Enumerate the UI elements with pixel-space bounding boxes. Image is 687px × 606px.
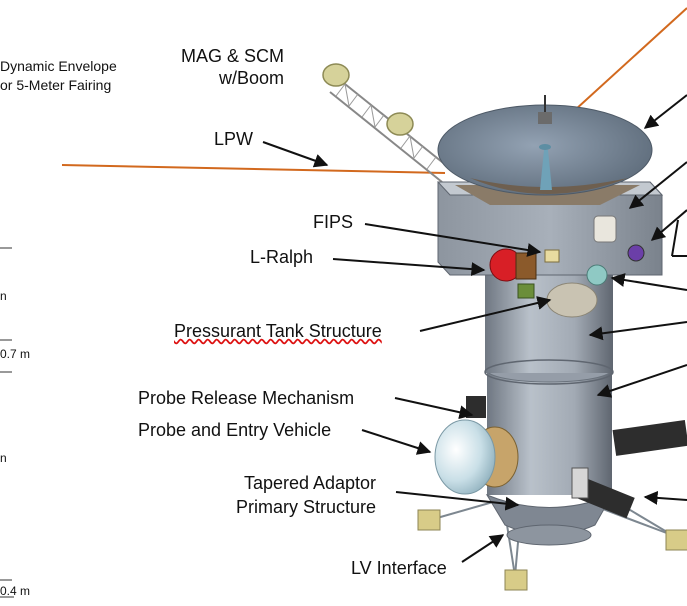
probe-entry-vehicle	[434, 419, 519, 495]
pressurant-tank-label: Pressurant Tank Structure	[174, 321, 382, 341]
tapered-adaptor-label-line1: Tapered Adaptor	[243, 473, 377, 493]
fips-label: FIPS	[313, 212, 354, 232]
probe-release-label: Probe Release Mechanism	[138, 388, 355, 408]
aft-equipment	[571, 467, 589, 499]
instrument-port	[627, 244, 645, 262]
dimension-label-0-4m: 0.4 m	[0, 584, 31, 598]
magnetometer-sensor-2	[386, 112, 414, 136]
mag-scm-label-line2: w/Boom	[218, 68, 284, 88]
foot-pad-left	[417, 509, 441, 531]
sensor-ball	[586, 264, 608, 286]
dimension-label-0-7m: 0.7 m	[0, 347, 31, 361]
tapered-adaptor-label-line2: Primary Structure	[235, 497, 377, 517]
mag-boom	[322, 63, 453, 183]
envelope-label-line2: or 5-Meter Fairing	[0, 77, 112, 93]
probe-entry-label: Probe and Entry Vehicle	[138, 420, 332, 440]
dimension-unit-2: n	[0, 451, 7, 465]
foot-pad-bottom	[504, 569, 528, 591]
lv-interface-label: LV Interface	[351, 558, 447, 578]
foot-pad-right	[665, 529, 687, 551]
envelope-ticks	[0, 247, 14, 598]
lpw-antenna-lines	[61, 7, 687, 174]
magnetometer-sensor-1	[322, 63, 350, 87]
l-ralph-label: L-Ralph	[250, 247, 314, 267]
pressurant-tank	[546, 282, 598, 318]
high-gain-antenna	[437, 95, 653, 205]
fips-sensor	[544, 249, 560, 263]
l-ralph-instrument	[489, 248, 537, 299]
envelope-label-line1: Dynamic Envelope	[0, 58, 117, 74]
lpw-label: LPW	[214, 129, 254, 149]
leader-lines	[262, 94, 687, 563]
side-panels	[466, 396, 687, 519]
dimension-unit-1: n	[0, 289, 7, 303]
mag-scm-label-line1: MAG & SCM	[180, 46, 284, 66]
